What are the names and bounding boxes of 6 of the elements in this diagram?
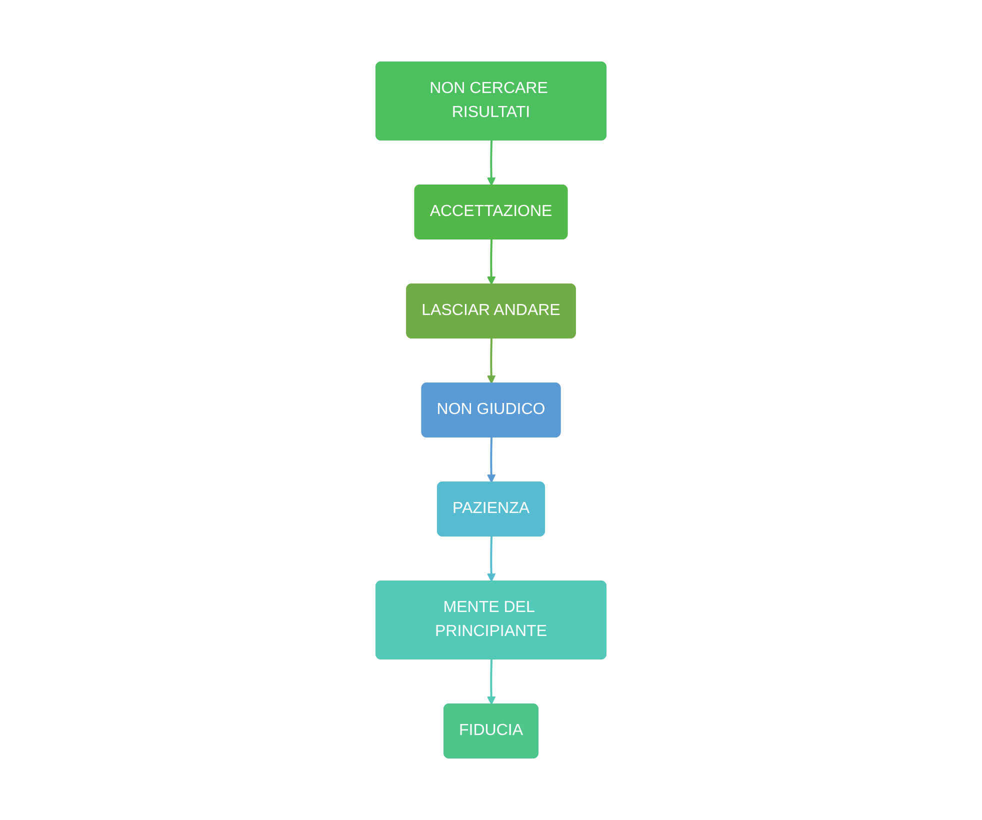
arrow bbox=[486, 140, 496, 186]
arrow bbox=[486, 659, 496, 705]
arrow bbox=[486, 239, 496, 285]
arrow bbox=[486, 536, 496, 582]
arrow bbox=[486, 437, 496, 483]
arrow bbox=[486, 338, 496, 384]
